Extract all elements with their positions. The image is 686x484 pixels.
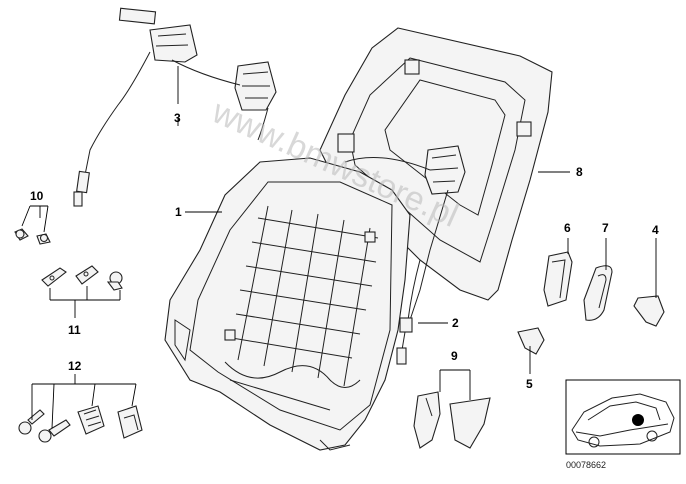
backrest-frame-part-1 bbox=[164, 157, 411, 451]
diagram-number: 00078662 bbox=[566, 460, 606, 470]
callout-2: 2 bbox=[452, 316, 459, 330]
callout-12: 12 bbox=[68, 359, 82, 373]
leader-lines bbox=[21, 66, 657, 429]
location-marker-icon bbox=[632, 414, 644, 426]
headrest-guide-bracket bbox=[344, 145, 466, 321]
screws-part-10 bbox=[14, 228, 51, 245]
trim-cover-part-6 bbox=[543, 251, 573, 307]
cover-cap-part-5 bbox=[517, 327, 545, 355]
trim-cover-part-7 bbox=[583, 265, 613, 321]
fasteners-part-12 bbox=[18, 405, 143, 443]
bowden-cable-part-2 bbox=[396, 259, 421, 365]
callout-8: 8 bbox=[576, 165, 583, 179]
callout-4: 4 bbox=[652, 223, 659, 237]
clips-part-11 bbox=[41, 265, 123, 291]
callout-6: 6 bbox=[564, 221, 571, 235]
callout-1: 1 bbox=[175, 205, 182, 219]
callout-11: 11 bbox=[68, 323, 81, 337]
callout-5: 5 bbox=[526, 377, 533, 391]
side-covers-part-9 bbox=[413, 391, 491, 449]
callout-7: 7 bbox=[602, 221, 609, 235]
vehicle-location-inset bbox=[565, 379, 681, 455]
callout-9: 9 bbox=[451, 349, 458, 363]
callout-3: 3 bbox=[174, 111, 181, 125]
callout-labels: 1 2 3 4 5 6 7 8 9 10 11 12 bbox=[30, 111, 659, 391]
callout-10: 10 bbox=[30, 189, 44, 203]
seat-adjuster-cable-part-3 bbox=[73, 7, 277, 207]
cover-cap-part-4 bbox=[633, 295, 665, 327]
